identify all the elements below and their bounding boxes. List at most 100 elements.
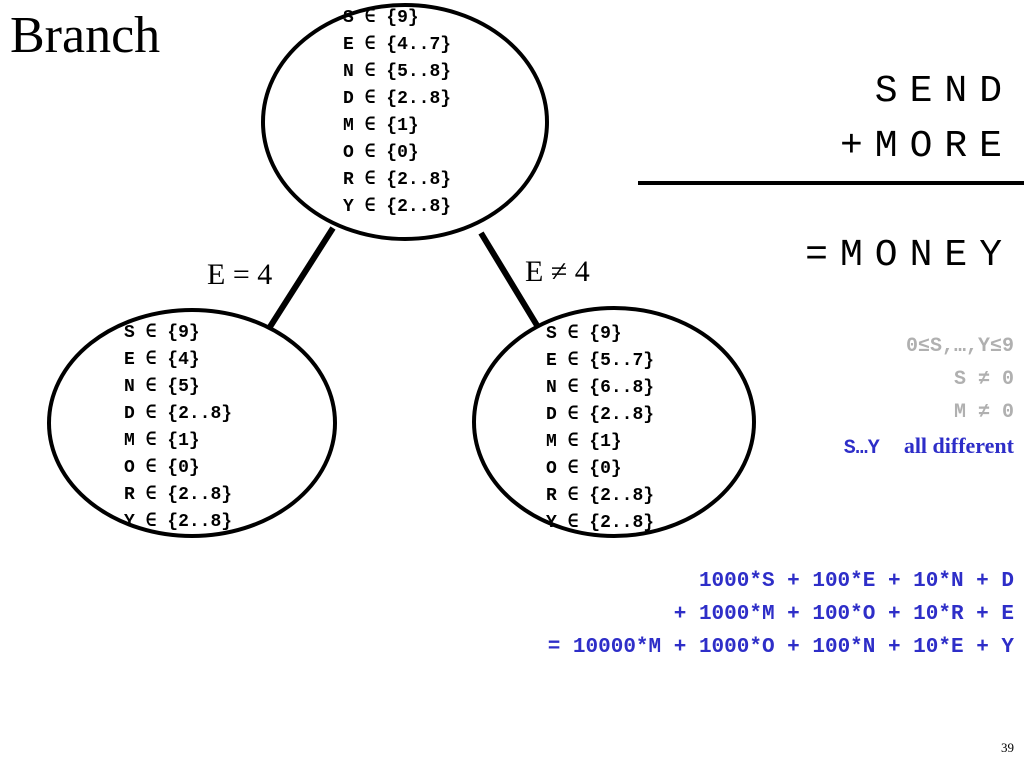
- domain-value: {9}: [386, 8, 419, 28]
- constraint-m-nonzero: M ≠ 0: [953, 401, 1014, 424]
- domain-value: {1}: [386, 116, 419, 136]
- domain-row: D ∈ {2..8}: [343, 86, 451, 113]
- domain-var: Y: [343, 197, 354, 217]
- domain-row: M ∈ {1}: [124, 428, 232, 455]
- domain-row: S ∈ {9}: [546, 321, 654, 348]
- domain-var: O: [546, 459, 557, 479]
- equation-line-1: 1000*S + 100*E + 10*N + D: [698, 570, 1014, 593]
- domain-value: {5..8}: [386, 62, 452, 82]
- sum-equation: 1000*S + 100*E + 10*N + D + 1000*M + 100…: [548, 565, 1014, 664]
- domain-row: N ∈ {5}: [124, 374, 232, 401]
- domain-row: Y ∈ {2..8}: [343, 194, 451, 221]
- constraint-all-different: S…Y all different: [844, 429, 1014, 462]
- domain-value: {2..8}: [589, 513, 655, 533]
- equation-line-3: = 10000*M + 1000*O + 100*N + 10*E + Y: [547, 636, 1014, 659]
- right-branch-label: E ≠ 4: [525, 255, 590, 288]
- domain-op: ∈: [364, 116, 376, 136]
- constraint-list: 0≤S,…,Y≤9 S ≠ 0 M ≠ 0 S…Y all different: [844, 330, 1014, 462]
- domain-var: S: [124, 323, 135, 343]
- domain-op: ∈: [567, 432, 579, 452]
- domain-value: {4..7}: [386, 35, 452, 55]
- domain-op: ∈: [567, 405, 579, 425]
- domain-value: {2..8}: [167, 404, 233, 424]
- domain-var: S: [546, 324, 557, 344]
- domain-op: ∈: [364, 170, 376, 190]
- equation-line-2: + 1000*M + 100*O + 10*R + E: [673, 603, 1014, 626]
- slide-title: Branch: [10, 7, 161, 64]
- constraint-range: 0≤S,…,Y≤9: [905, 335, 1014, 358]
- domain-op: ∈: [145, 512, 157, 532]
- domain-row: S ∈ {9}: [124, 320, 232, 347]
- puzzle-line-money: =MONEY: [805, 234, 1014, 277]
- domain-var: R: [124, 485, 135, 505]
- domain-row: D ∈ {2..8}: [124, 401, 232, 428]
- domain-row: Y ∈ {2..8}: [124, 509, 232, 536]
- domain-var: O: [124, 458, 135, 478]
- domain-op: ∈: [567, 378, 579, 398]
- domain-op: ∈: [145, 485, 157, 505]
- page-number: 39: [1001, 740, 1014, 755]
- edge-left: [265, 226, 336, 332]
- domain-op: ∈: [145, 323, 157, 343]
- domain-value: {9}: [167, 323, 200, 343]
- domain-row: S ∈ {9}: [343, 5, 451, 32]
- left-domains: S ∈ {9}E ∈ {4}N ∈ {5}D ∈ {2..8}M ∈ {1}O …: [124, 320, 232, 536]
- domain-value: {6..8}: [589, 378, 655, 398]
- left-branch-label: E = 4: [207, 258, 273, 291]
- domain-op: ∈: [364, 8, 376, 28]
- domain-var: R: [546, 486, 557, 506]
- domain-op: ∈: [145, 404, 157, 424]
- domain-value: {0}: [386, 143, 419, 163]
- domain-row: M ∈ {1}: [546, 429, 654, 456]
- domain-var: O: [343, 143, 354, 163]
- domain-var: E: [343, 35, 354, 55]
- right-domains: S ∈ {9}E ∈ {5..7}N ∈ {6..8}D ∈ {2..8}M ∈…: [546, 321, 654, 537]
- domain-var: N: [546, 378, 557, 398]
- domain-var: N: [343, 62, 354, 82]
- domain-row: R ∈ {2..8}: [546, 483, 654, 510]
- domain-value: {0}: [167, 458, 200, 478]
- right-child-node: [472, 306, 756, 538]
- domain-op: ∈: [567, 351, 579, 371]
- domain-var: N: [124, 377, 135, 397]
- domain-op: ∈: [567, 513, 579, 533]
- domain-op: ∈: [145, 350, 157, 370]
- domain-op: ∈: [567, 324, 579, 344]
- domain-row: Y ∈ {2..8}: [546, 510, 654, 537]
- domain-row: O ∈ {0}: [343, 140, 451, 167]
- domain-value: {2..8}: [167, 512, 233, 532]
- domain-value: {2..8}: [589, 486, 655, 506]
- domain-value: {1}: [167, 431, 200, 451]
- domain-var: Y: [546, 513, 557, 533]
- domain-var: E: [124, 350, 135, 370]
- domain-op: ∈: [364, 35, 376, 55]
- domain-row: E ∈ {4..7}: [343, 32, 451, 59]
- domain-var: R: [343, 170, 354, 190]
- domain-value: {2..8}: [167, 485, 233, 505]
- domain-value: {9}: [589, 324, 622, 344]
- domain-row: R ∈ {2..8}: [343, 167, 451, 194]
- domain-row: D ∈ {2..8}: [546, 402, 654, 429]
- domain-var: D: [546, 405, 557, 425]
- domain-op: ∈: [145, 458, 157, 478]
- domain-value: {1}: [589, 432, 622, 452]
- domain-op: ∈: [145, 431, 157, 451]
- edge-right: [478, 231, 544, 334]
- domain-row: R ∈ {2..8}: [124, 482, 232, 509]
- puzzle-line-more: +MORE: [839, 125, 1014, 168]
- domain-op: ∈: [364, 89, 376, 109]
- domain-value: {2..8}: [386, 89, 452, 109]
- domain-row: N ∈ {6..8}: [546, 375, 654, 402]
- domain-row: O ∈ {0}: [546, 456, 654, 483]
- domain-value: {5}: [167, 377, 200, 397]
- domain-var: D: [343, 89, 354, 109]
- domain-row: O ∈ {0}: [124, 455, 232, 482]
- domain-var: D: [124, 404, 135, 424]
- domain-op: ∈: [567, 486, 579, 506]
- domain-op: ∈: [364, 197, 376, 217]
- left-child-node: [47, 308, 337, 538]
- domain-var: Y: [124, 512, 135, 532]
- domain-value: {5..7}: [589, 351, 655, 371]
- alldiff-text: all different: [903, 433, 1014, 458]
